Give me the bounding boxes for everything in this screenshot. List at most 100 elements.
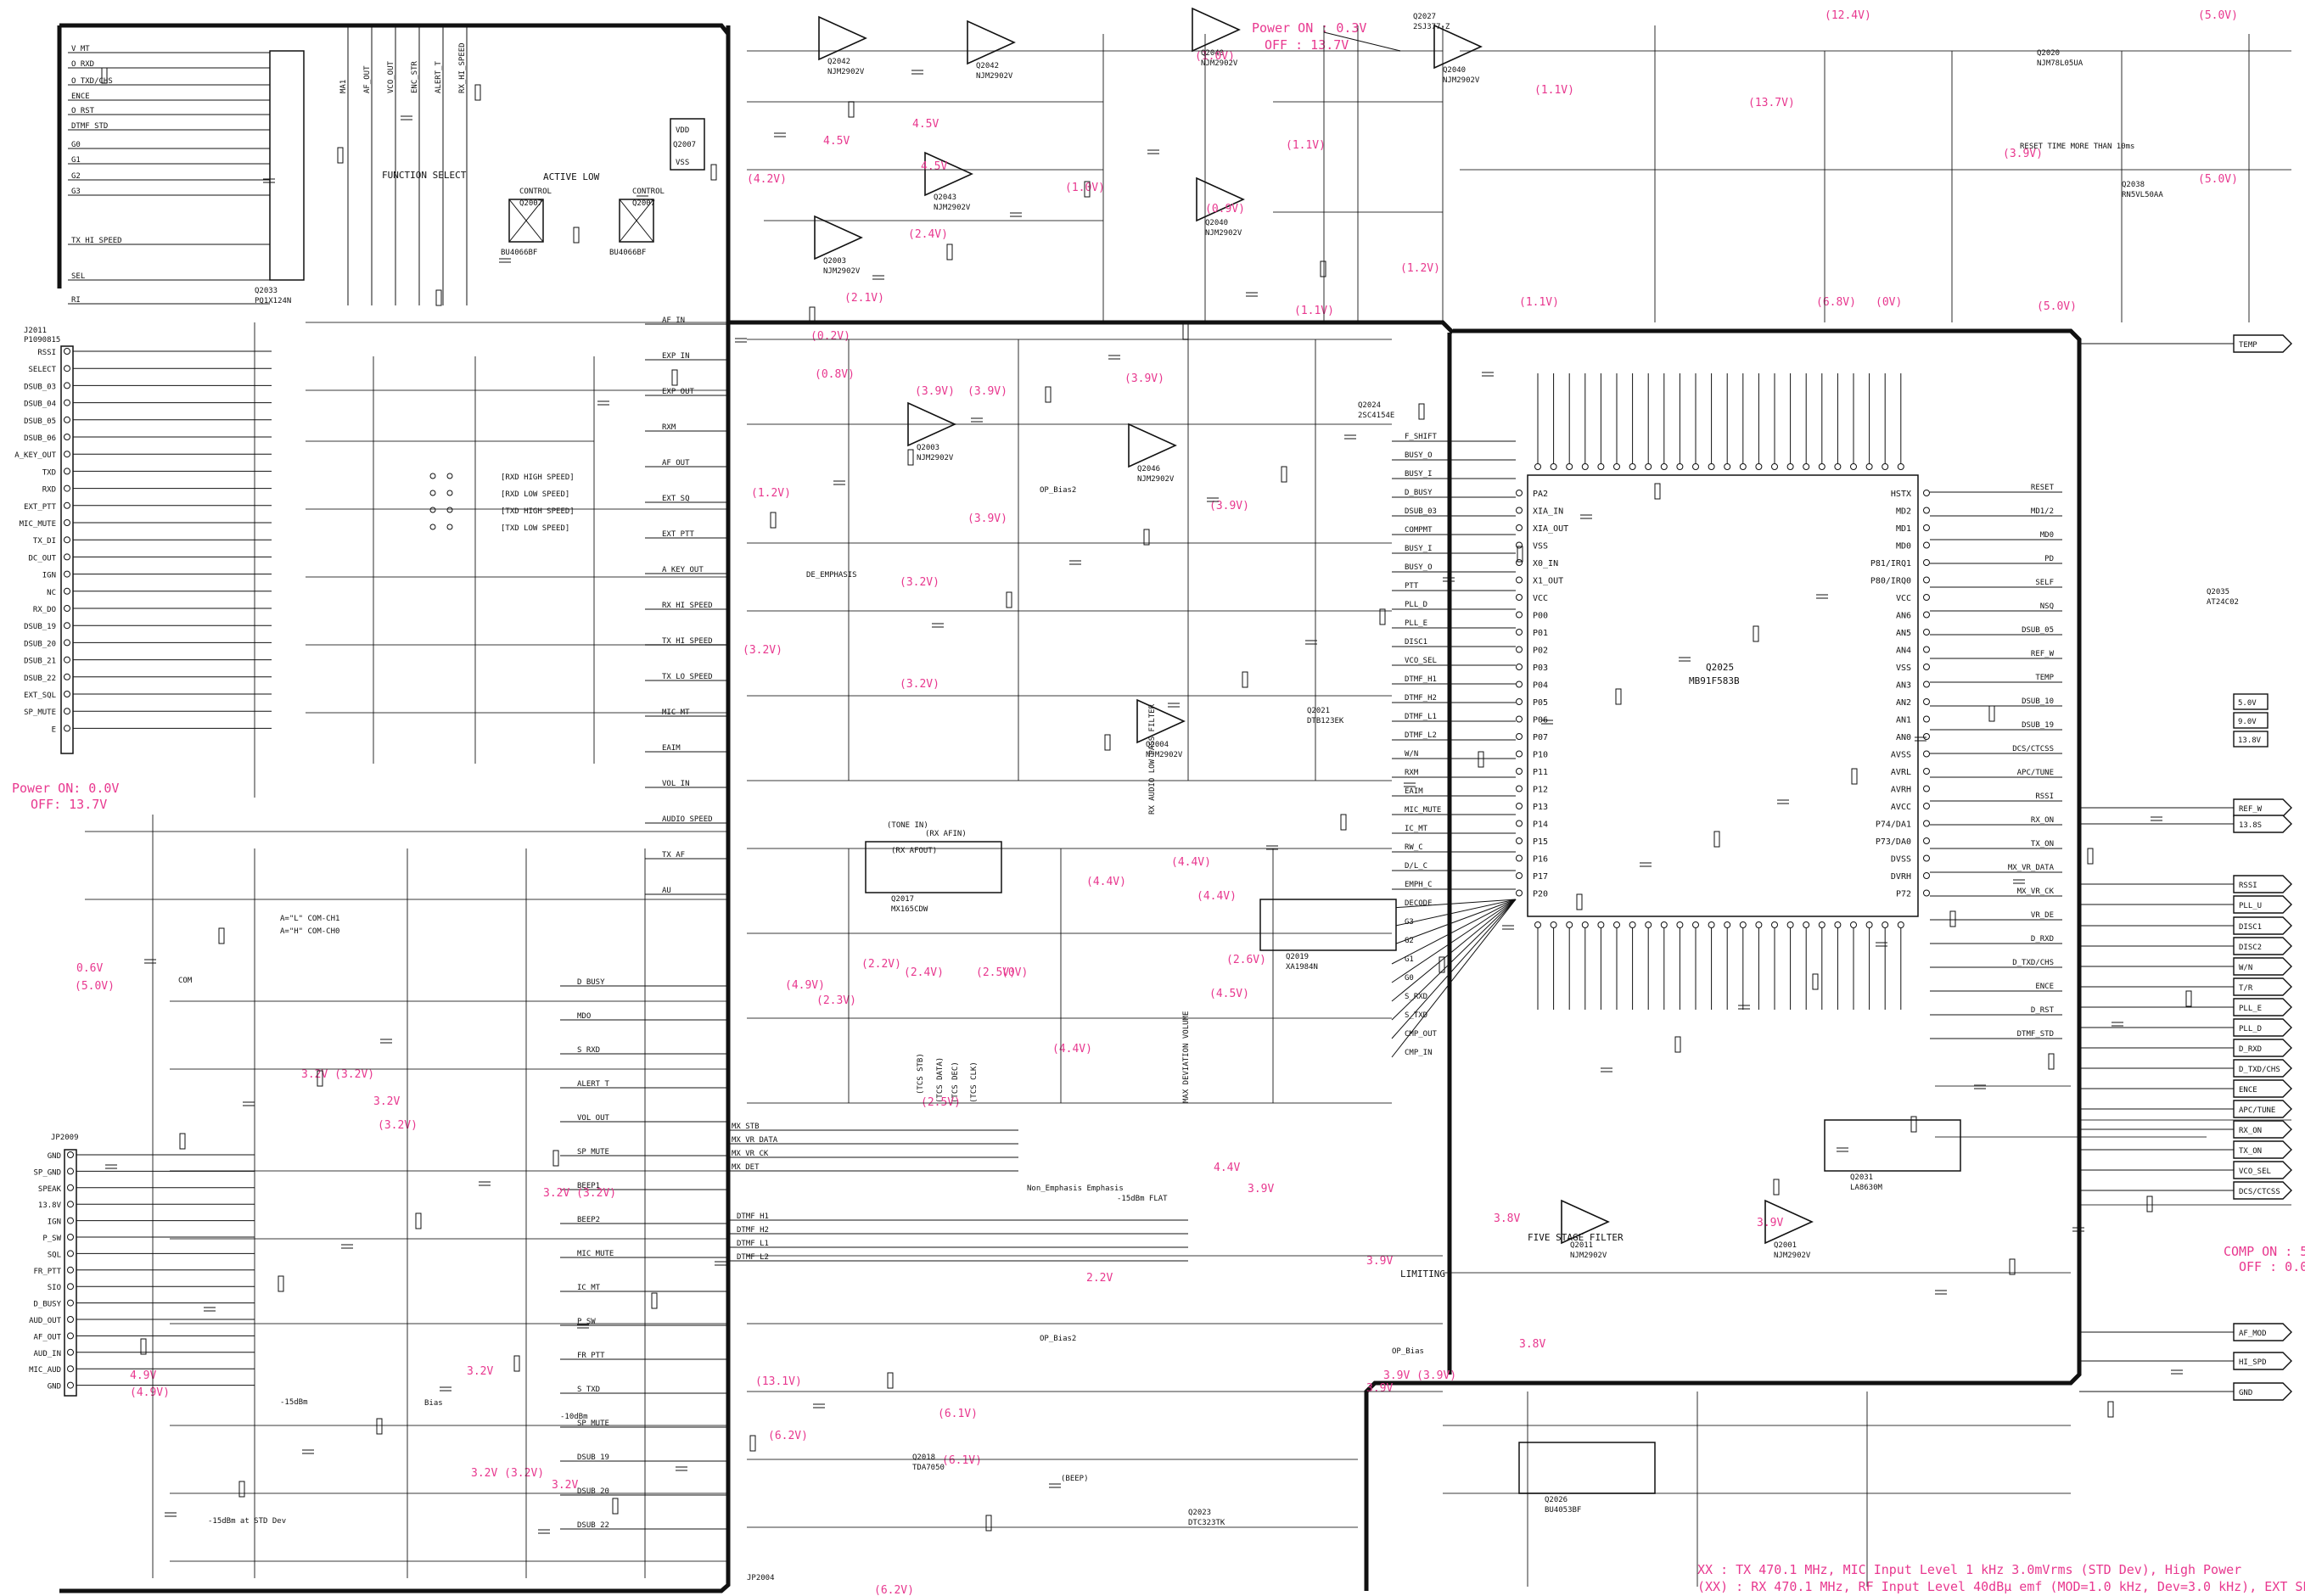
resistor-symbol — [1439, 956, 1445, 973]
mcu-left-net-wire — [1391, 899, 1517, 927]
voltage-label: (5.0V) — [2198, 9, 2238, 22]
five-stage-filter-label: FIVE STAGE FILTER — [1528, 1232, 1624, 1243]
resistor-symbol — [238, 1481, 245, 1498]
ic-part-label: 2SJ377-Z — [1413, 23, 1450, 31]
mcu-left-pin — [1516, 785, 1523, 792]
mcu-right-pin-label: AVRH — [1891, 786, 1911, 795]
tcs-label: (TCS STB) — [917, 1053, 925, 1095]
left-mid-net-label: S_RXD — [577, 1046, 600, 1055]
fs-net-label: O_TXD/CHS — [71, 77, 113, 86]
mcu-left-pin — [1516, 872, 1523, 879]
voltage-label: (4.5V) — [1209, 988, 1249, 1000]
mcu-left-net-label: MIC_MUTE — [1405, 806, 1441, 815]
mcu-right-net-label: DSUB_05 — [2022, 626, 2054, 635]
opamp-symbol — [1136, 698, 1186, 744]
switch-contact — [446, 507, 453, 513]
mcu-right-net-label: VR_DE — [2031, 911, 2054, 920]
left-mid-net-label: P_SW — [577, 1318, 596, 1326]
mcu-left-pin-label: P06 — [1533, 716, 1548, 725]
mcu-right-pin-label: P81/IRQ1 — [1870, 559, 1911, 568]
mcu-right-pin — [1923, 889, 1930, 897]
mcu-right-pin-label: AN1 — [1896, 716, 1911, 725]
voltage-label: 3.9V — [1248, 1183, 1274, 1196]
left-mid-net-label: IC_MT — [577, 1284, 601, 1292]
misc-labels: Bias OP_Bias OP_Bias2 OP_Bias2 -15dBm -1… — [178, 486, 1424, 1582]
ic-ref-label: Q2046 — [1137, 465, 1160, 473]
limiting-label: LIMITING — [1400, 1268, 1445, 1280]
volt-port-label: 5.0V — [2238, 699, 2257, 708]
mcu-right-pin — [1923, 541, 1930, 549]
mcu-right-net-label: RX_ON — [2031, 816, 2054, 825]
jp-pin-label: SQL — [48, 1251, 61, 1259]
voltage-label: 4.5V — [912, 118, 939, 131]
mcu-right-net-label: MX_VR_DATA — [2008, 864, 2055, 872]
mcu-bottom-pin — [1786, 921, 1794, 928]
mcu-left-net-label: DTMF_L2 — [1405, 731, 1437, 740]
voltage-label: (3.9V) — [1124, 372, 1164, 385]
opamp-symbol — [1561, 1199, 1610, 1245]
voltage-label: 0.6V — [76, 962, 103, 975]
mcu-right-pin — [1923, 646, 1930, 653]
mcu-top-pin — [1755, 463, 1763, 470]
op-bias2-label-top: OP_Bias2 — [1040, 486, 1076, 495]
ic-part-label: NJM2902V — [1443, 76, 1480, 85]
resistor-symbol — [710, 164, 717, 181]
ic-part-label: NJM2902V — [1570, 1252, 1607, 1260]
mcu-ref: Q2025 — [1706, 662, 1734, 673]
jp-pin-label: SP_GND — [33, 1168, 61, 1177]
ic-ref-label: Q2042 — [976, 62, 999, 70]
right-port-shape — [2233, 1161, 2292, 1179]
resistor-symbol — [1242, 671, 1248, 688]
right-port-label: W/N — [2239, 964, 2252, 972]
mcu-top-pin — [1692, 463, 1699, 470]
tcs-labels: (TONE IN)(RX AFOUT)(RX AFIN)(TCS STB)(TC… — [887, 821, 979, 1103]
mcu-left-pin — [1516, 524, 1523, 531]
left-mid-net-label: VOL_OUT — [577, 1114, 610, 1123]
mcu-right-pin-label: P74/DA1 — [1876, 820, 1911, 830]
right-port-label: RX_ON — [2239, 1127, 2262, 1135]
mcu-left-pin-label: P07 — [1533, 733, 1548, 742]
jp-pin — [67, 1316, 74, 1323]
resistor-symbol — [651, 1292, 658, 1309]
mcu-left-net-label: DECODE — [1405, 899, 1433, 908]
mcu-right-net-label: D_RXD — [2031, 935, 2054, 944]
mx-label: MX_DET — [732, 1163, 760, 1172]
connector-pin — [64, 536, 70, 544]
jp-pin-label: SIO — [48, 1284, 61, 1292]
op-bias-label: OP_Bias — [1392, 1347, 1424, 1356]
mcu-bottom-pin — [1613, 921, 1620, 928]
right-port-label: 13.8S — [2239, 821, 2262, 830]
mcu-top-pin — [1550, 463, 1557, 470]
left-mid-net-label: BEEP1 — [577, 1182, 600, 1190]
power-note-top-line1: Power ON : 0.3V — [1252, 20, 1366, 36]
mcu-bottom-pin — [1771, 921, 1778, 928]
mcu-top-pin — [1882, 463, 1889, 470]
mcu-bottom-pin — [1676, 921, 1684, 928]
connector-pin — [64, 605, 70, 612]
control-ic1-part: BU4066BF — [501, 249, 537, 257]
voltage-label: (6.1V) — [942, 1454, 982, 1467]
jp-pin-label: 13.8V — [38, 1201, 62, 1210]
jp-pin — [67, 1250, 74, 1257]
mcu-left-net-label: DTMF_H1 — [1405, 675, 1437, 684]
mcu-bottom-pin — [1534, 921, 1541, 928]
mcu-bottom-pin — [1755, 921, 1763, 928]
mcu-left-net-label: IC_MT — [1405, 825, 1428, 833]
right-port-label: REF_W — [2239, 805, 2263, 814]
mcu-right-pin — [1923, 872, 1930, 879]
voltage-label: (0V) — [1001, 966, 1028, 979]
left-mid-net-label: RX_HI_SPEED — [662, 602, 713, 610]
resistor-symbol — [415, 1212, 422, 1229]
std-dev-label: -15dBm at STD Dev — [208, 1517, 286, 1526]
fs-net-label: G1 — [71, 156, 81, 165]
mcu-left-net-wire — [1391, 899, 1517, 946]
mcu-right-pin-label: AN4 — [1896, 647, 1911, 656]
connector-pin — [64, 434, 70, 440]
mcu-left-pin — [1516, 889, 1523, 897]
resistor-symbol — [1713, 831, 1720, 848]
connector-pin-label: DSUB_19 — [24, 623, 56, 631]
mcu-right-pin — [1923, 629, 1930, 636]
jp-pin — [67, 1365, 74, 1373]
resistor-symbol — [1615, 688, 1622, 705]
